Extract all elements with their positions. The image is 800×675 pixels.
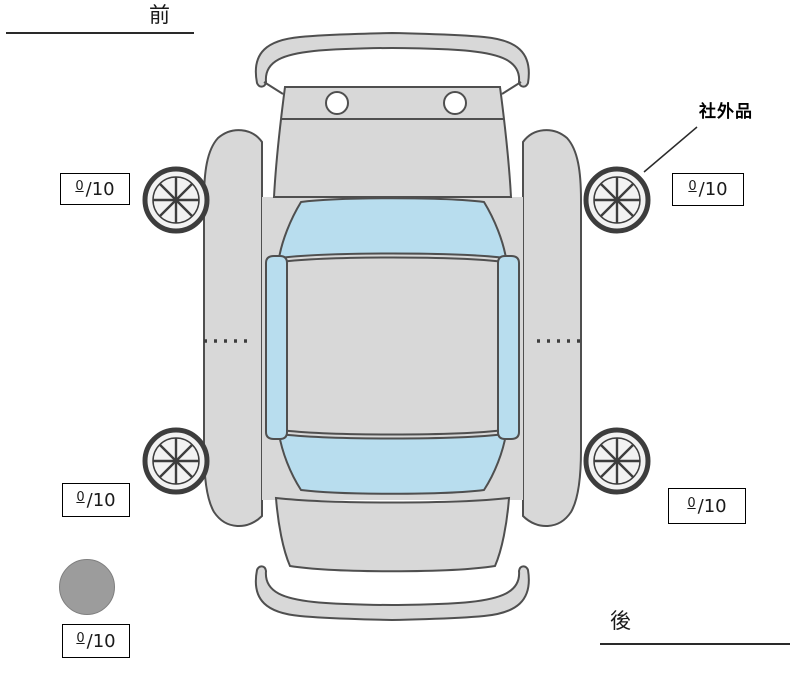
hood-panel [272,86,513,198]
tread-score-denominator: /10 [698,179,728,200]
rear-window-glass [277,432,508,495]
windshield-glass [277,197,508,260]
tread-score-denominator: /10 [86,489,116,511]
tread-score-rear-right: 0 /10 [668,488,746,524]
hood-circle-left [325,91,349,115]
aftermarket-pointer-line [643,126,698,173]
hood-corner-left [263,81,284,95]
wheel-front-left-icon [145,169,207,231]
tread-score-denominator: /10 [697,495,727,517]
rear-underline [600,643,790,645]
tread-score-denominator: /10 [85,178,115,200]
tread-score-rear-left: 0 /10 [62,483,130,517]
front-underline [6,32,194,34]
wheel-front-right-icon [586,169,648,231]
front-bumper [254,31,530,88]
tread-score-value: 0 [75,178,84,194]
tread-score-denominator: /10 [86,630,116,652]
left-side-window-glass [265,255,288,440]
tread-score-value: 0 [687,495,696,511]
tread-score-front-left: 0 /10 [60,173,130,205]
left-side-panel [203,129,263,527]
trunk-panel [274,496,511,573]
aftermarket-part-label: 社外品 [699,102,753,122]
right-side-window-glass [497,255,520,440]
wheel-rear-right-icon [586,430,648,492]
tread-score-spare: 0 /10 [62,624,130,658]
front-label: 前 [149,3,170,27]
right-side-panel [522,129,582,527]
rear-bumper [254,565,530,622]
hood-circle-right [443,91,467,115]
tread-score-value: 0 [76,489,85,505]
roof-panel [276,256,509,436]
wheel-rear-left-icon [145,430,207,492]
tread-score-front-right: 0 /10 [672,173,744,206]
spare-tire-circle [59,559,115,615]
hood-corner-right [501,81,522,95]
rear-label: 後 [610,609,631,633]
tread-score-value: 0 [76,630,85,646]
tread-score-value: 0 [688,179,697,194]
